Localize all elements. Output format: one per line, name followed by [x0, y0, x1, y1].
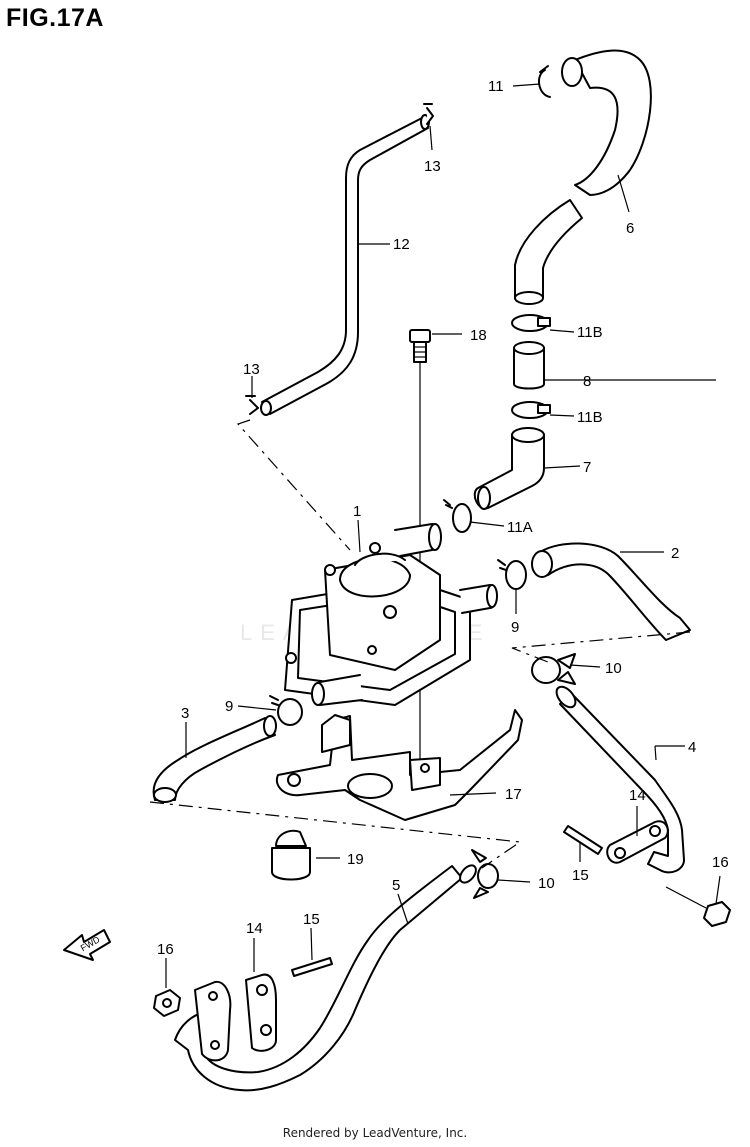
part-11-clip[interactable] [538, 65, 551, 98]
part-6-hose[interactable] [514, 49, 652, 305]
part-15-stud-right[interactable] [563, 825, 603, 855]
assembly-line-3-5 [149, 801, 522, 869]
part-4-pipe[interactable] [553, 683, 685, 874]
callout-7: 7 [583, 459, 591, 476]
callout-11b-lower: 11B [577, 409, 603, 426]
callout-14-left: 14 [246, 920, 263, 937]
callout-9-right: 9 [511, 619, 519, 636]
part-12-pipe[interactable] [260, 114, 430, 416]
part-14-gasket-right[interactable] [606, 820, 669, 864]
part-9-clamp-left[interactable] [269, 695, 303, 726]
part-13-clip-upper[interactable] [423, 103, 434, 125]
part-3-hose[interactable] [152, 715, 277, 803]
part-14-gasket-left[interactable] [245, 973, 277, 1052]
part-10-reed-lower[interactable] [471, 849, 499, 899]
part-2-hose[interactable] [531, 542, 691, 641]
callout-16-right: 16 [712, 854, 729, 871]
callout-13-lower: 13 [243, 361, 260, 378]
callout-16-left: 16 [157, 941, 174, 958]
callouts: 11 6 13 12 13 18 11B 8 11B 7 11A 1 2 9 1… [79, 78, 729, 958]
part-17-bracket[interactable] [275, 709, 523, 821]
callout-6: 6 [626, 220, 634, 237]
callout-9-left: 9 [225, 698, 233, 715]
callout-11a: 11A [507, 519, 533, 536]
assembly-line-2-bracket [511, 631, 691, 663]
callout-12: 12 [393, 236, 410, 253]
part-13-clip-lower[interactable] [245, 395, 259, 415]
callout-2: 2 [671, 545, 679, 562]
part-11b-clamp-lower[interactable] [511, 401, 551, 419]
part-9-clamp-right[interactable] [497, 559, 527, 590]
part-15-stud-left[interactable] [291, 957, 333, 977]
part-7-elbow-hose[interactable] [473, 427, 545, 510]
callout-1: 1 [353, 503, 361, 520]
part-flange-left[interactable] [194, 980, 232, 1062]
fwd-arrow-icon [63, 929, 111, 961]
callout-10-lower: 10 [538, 875, 555, 892]
callout-5: 5 [392, 877, 400, 894]
callout-18: 18 [470, 327, 487, 344]
callout-8: 8 [583, 373, 591, 390]
assembly-line-13-to-1 [236, 419, 351, 551]
callout-19: 19 [347, 851, 364, 868]
callout-3: 3 [181, 705, 189, 722]
part-16-nut-right[interactable] [703, 901, 731, 927]
part-16-nut-left[interactable] [153, 989, 181, 1017]
leader-lines [165, 83, 721, 988]
footer-credit: Rendered by LeadVenture, Inc. [282, 1126, 468, 1140]
callout-15-right: 15 [572, 867, 589, 884]
callout-17: 17 [505, 786, 522, 803]
callout-15-left: 15 [303, 911, 320, 928]
callout-13-upper: 13 [424, 158, 441, 175]
callout-10-upper: 10 [605, 660, 622, 677]
callout-11b-upper: 11B [577, 324, 603, 341]
part-18-bolt[interactable] [409, 329, 431, 363]
callout-11: 11 [488, 78, 504, 95]
callout-4: 4 [688, 739, 696, 756]
part-11a-clamp[interactable] [443, 499, 472, 533]
part-11b-clamp-upper[interactable] [511, 314, 551, 332]
part-10-reed-upper[interactable] [531, 653, 576, 685]
callout-14-right: 14 [629, 787, 646, 804]
part-19-cap[interactable] [271, 829, 311, 881]
figure-title: FIG.17A [6, 4, 104, 32]
part-8-hose[interactable] [513, 341, 545, 390]
part-1-valve-body[interactable] [284, 523, 498, 706]
